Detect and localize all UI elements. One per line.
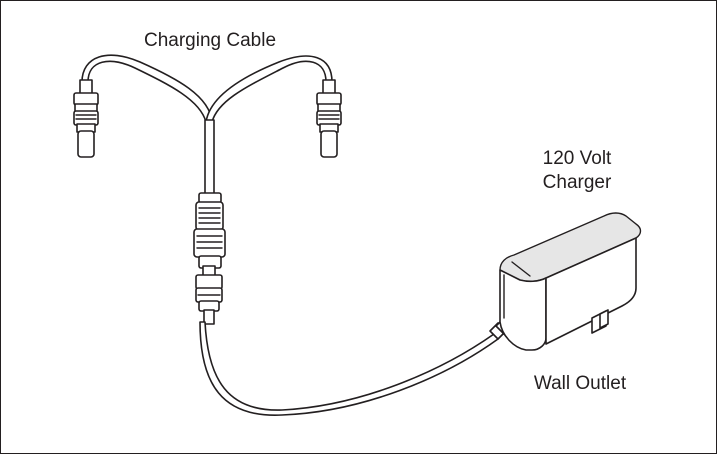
right-ring-terminal: [317, 80, 341, 157]
wall-charger: [490, 213, 641, 350]
charging-cable-label: Charging Cable: [130, 29, 290, 53]
left-ring-terminal: [74, 80, 98, 157]
charger-label: 120 Volt Charger: [518, 147, 636, 195]
cable-trunk: [205, 120, 214, 196]
charger-cord: [200, 322, 498, 415]
wall-outlet-label: Wall Outlet: [515, 372, 645, 396]
cable-right-branch: [206, 56, 332, 122]
quick-connector: [194, 193, 225, 268]
charging-cable: [74, 55, 498, 415]
cable-left-branch: [82, 55, 212, 122]
barrel-connector: [196, 266, 222, 324]
charger-label-line2: Charger: [518, 171, 636, 195]
charger-body-front: [500, 270, 546, 350]
charger-label-line1: 120 Volt: [518, 147, 636, 171]
